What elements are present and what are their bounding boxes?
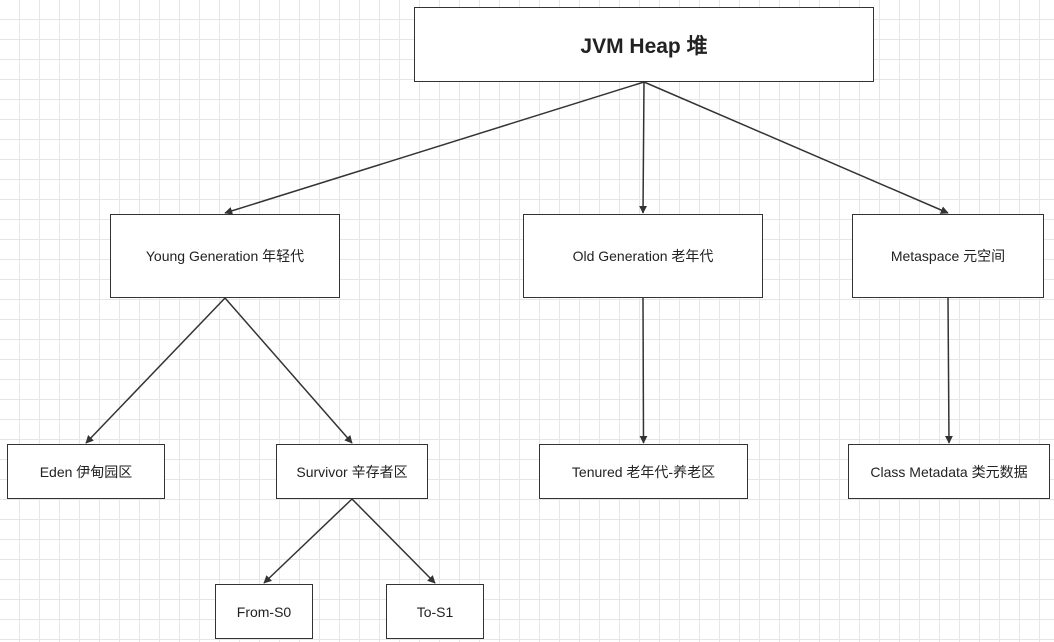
node-old-generation: Old Generation 老年代 xyxy=(523,214,763,298)
node-jvm-heap-label: JVM Heap 堆 xyxy=(580,34,708,58)
node-to-s1-label: To-S1 xyxy=(416,603,454,620)
node-metaspace: Metaspace 元空间 xyxy=(852,214,1044,298)
node-metaspace-label: Metaspace 元空间 xyxy=(890,248,1006,264)
node-tenured-label: Tenured 老年代-养老区 xyxy=(571,463,716,480)
node-to-s1: To-S1 xyxy=(386,584,484,639)
arrow-root-to-meta xyxy=(643,81,949,214)
arrow-root-to-young xyxy=(224,81,645,215)
node-young-generation: Young Generation 年轻代 xyxy=(110,214,340,298)
node-eden-label: Eden 伊甸园区 xyxy=(39,463,133,480)
node-survivor: Survivor 辛存者区 xyxy=(276,444,428,499)
node-survivor-label: Survivor 辛存者区 xyxy=(296,463,408,480)
node-from-s0-label: From-S0 xyxy=(236,603,292,620)
arrow-young-to-survivor xyxy=(224,297,353,444)
node-from-s0: From-S0 xyxy=(215,584,313,639)
node-jvm-heap: JVM Heap 堆 xyxy=(414,7,874,82)
arrow-meta-to-classmeta xyxy=(944,297,953,444)
node-young-generation-label: Young Generation 年轻代 xyxy=(145,248,305,264)
node-eden: Eden 伊甸园区 xyxy=(7,444,165,499)
arrow-root-to-old xyxy=(639,81,648,214)
node-class-metadata-label: Class Metadata 类元数据 xyxy=(870,463,1028,480)
node-tenured: Tenured 老年代-养老区 xyxy=(539,444,748,499)
arrow-old-to-tenured xyxy=(639,297,648,444)
arrow-young-to-eden xyxy=(85,297,226,444)
node-old-generation-label: Old Generation 老年代 xyxy=(572,248,714,264)
arrow-survivor-to-to xyxy=(351,498,436,584)
arrow-survivor-to-from xyxy=(263,498,353,584)
node-class-metadata: Class Metadata 类元数据 xyxy=(848,444,1050,499)
